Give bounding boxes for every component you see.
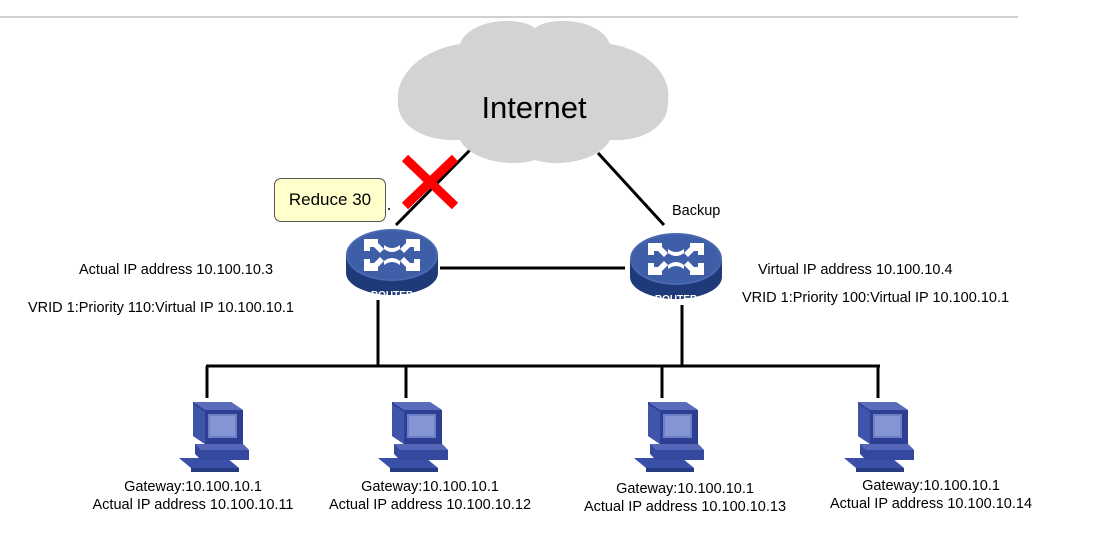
pc-icon-4 (844, 402, 914, 472)
pc-icon-2 (378, 402, 448, 472)
host-gateway: Gateway:10.100.10.1 (616, 481, 754, 497)
pc-icon-1 (179, 402, 249, 472)
host-4-label: Gateway:10.100.10.1 Actual IP address 10… (830, 477, 1032, 513)
host-actual-ip: Actual IP address 10.100.10.13 (583, 499, 787, 515)
master-router-device-label: ROUTER (370, 290, 414, 301)
backup-role-label: Backup (672, 203, 721, 219)
backup-virtual-ip: Virtual IP address 10.100.10.4 (758, 262, 953, 278)
pc-icon-3 (634, 402, 704, 472)
host-gateway: Gateway:10.100.10.1 (361, 479, 499, 495)
red-x-icon (401, 154, 459, 210)
backup-router-device-label: ROUTER (654, 294, 698, 305)
backup-vrid-info: VRID 1:Priority 100:Virtual IP 10.100.10… (742, 290, 1010, 306)
top-divider (0, 16, 1018, 18)
master-vrid-info: VRID 1:Priority 110:Virtual IP 10.100.10… (28, 300, 294, 316)
internet-label: Internet (481, 90, 587, 125)
host-actual-ip: Actual IP address 10.100.10.14 (829, 496, 1033, 512)
host-actual-ip: Actual IP address 10.100.10.12 (328, 497, 532, 513)
host-3-label: Gateway:10.100.10.1 Actual IP address 10… (584, 480, 786, 516)
host-1-label: Gateway:10.100.10.1 Actual IP address 10… (93, 478, 294, 514)
master-actual-ip: Actual IP address 10.100.10.3 (79, 262, 274, 278)
host-actual-ip: Actual IP address 10.100.10.11 (92, 497, 294, 513)
cloud-icon (397, 20, 669, 164)
master-router-icon (346, 229, 438, 295)
host-gateway: Gateway:10.100.10.1 (124, 479, 262, 495)
host-gateway: Gateway:10.100.10.1 (862, 478, 1000, 494)
backup-router-icon (630, 233, 722, 299)
host-2-label: Gateway:10.100.10.1 Actual IP address 10… (329, 478, 531, 514)
backup-uplink (596, 151, 666, 227)
priority-reduce-callout: Reduce 30 (274, 178, 386, 222)
